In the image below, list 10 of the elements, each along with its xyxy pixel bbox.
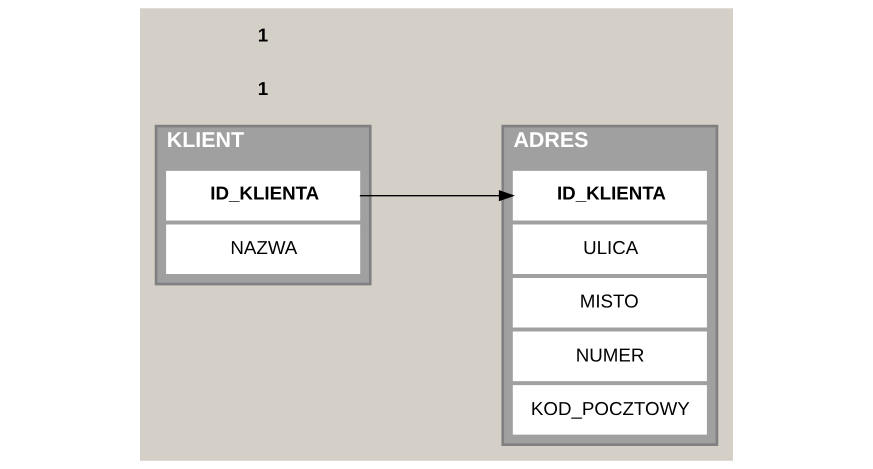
- node-box: NUMER: [512, 332, 707, 382]
- node-box: NAZWA: [166, 224, 360, 274]
- node-box: KOD_POCZTOWY: [512, 385, 707, 435]
- arrow: [360, 190, 515, 202]
- node-box: ID_KLIENTA: [512, 170, 707, 220]
- label: 1: [258, 78, 268, 99]
- node-box: ID_KLIENTA: [166, 170, 360, 220]
- node-box: ULICA: [512, 224, 707, 274]
- label: 1: [258, 24, 268, 46]
- node-box: MISTO: [512, 278, 707, 328]
